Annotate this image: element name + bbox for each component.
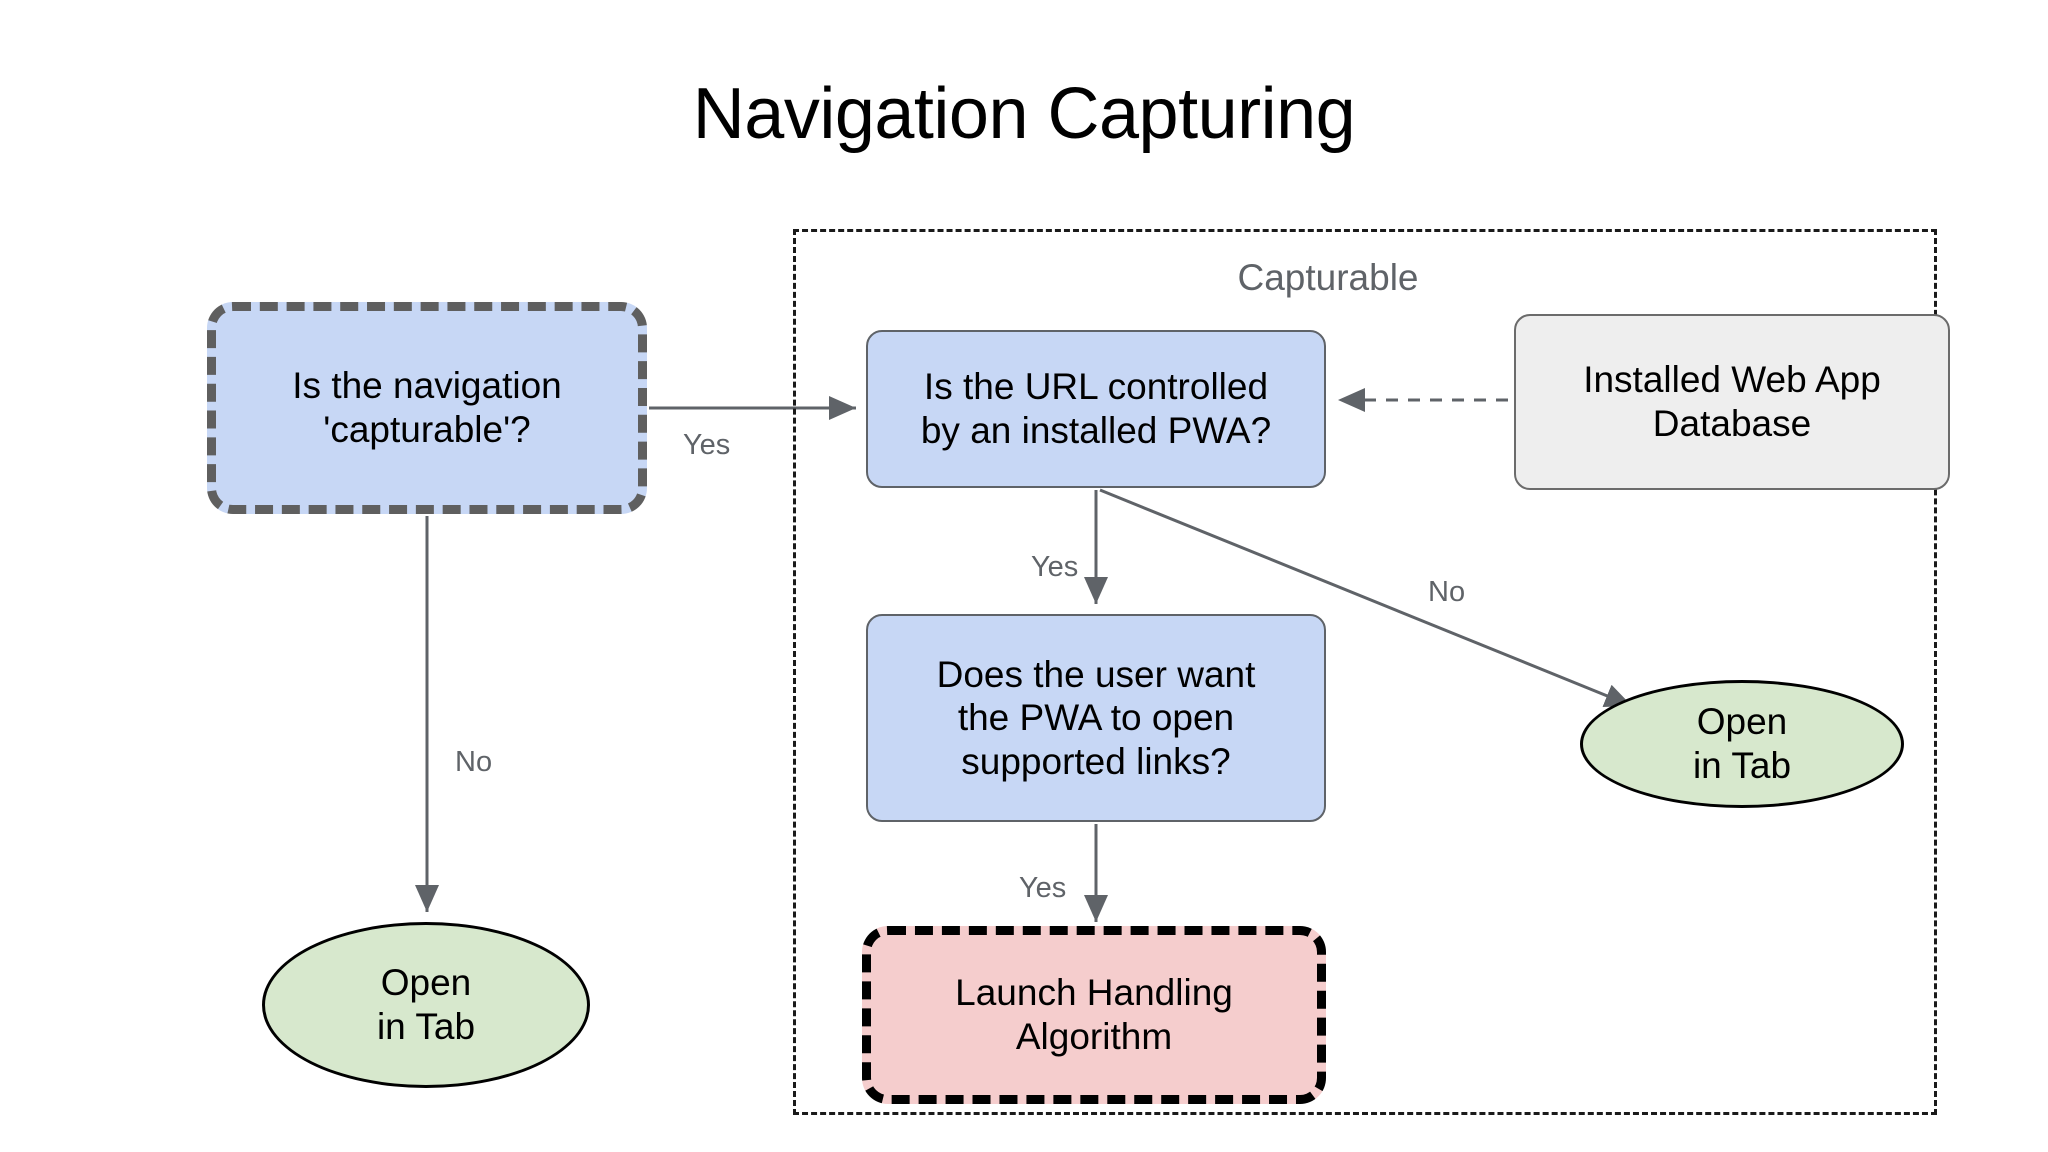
node-label: Launch Handling Algorithm <box>955 972 1233 1057</box>
node-label: Is the URL controlled by an installed PW… <box>920 366 1272 451</box>
node-open-in-tab-left[interactable]: Open in Tab <box>262 922 590 1088</box>
node-launch-handling-algorithm[interactable]: Launch Handling Algorithm <box>862 926 1326 1104</box>
node-open-in-tab-right[interactable]: Open in Tab <box>1580 680 1904 808</box>
node-does-user-want-pwa-open-supported-links[interactable]: Does the user want the PWA to open suppo… <box>866 614 1326 822</box>
node-label: Does the user want the PWA to open suppo… <box>936 653 1256 782</box>
node-is-url-controlled-by-installed-pwa[interactable]: Is the URL controlled by an installed PW… <box>866 330 1326 488</box>
node-is-navigation-capturable[interactable]: Is the navigation 'capturable'? <box>207 302 647 514</box>
edge-label-yes-capturable: Yes <box>683 429 731 461</box>
node-label: Is the navigation 'capturable'? <box>292 365 562 450</box>
page-title: Navigation Capturing <box>692 74 1356 154</box>
edge-url-pwa-to-open-tab-right <box>1099 488 1633 708</box>
capturable-group-label: Capturable <box>1237 257 1419 298</box>
edge-label-no-capturable: No <box>455 746 493 778</box>
node-label: Installed Web App Database <box>1583 359 1881 444</box>
capturable-group-container <box>793 229 1937 1115</box>
edge-label-yes-url-pwa: Yes <box>1031 551 1079 583</box>
node-label: Open in Tab <box>1692 701 1792 786</box>
edge-label-yes-user-want: Yes <box>1019 872 1067 904</box>
node-label: Open in Tab <box>376 962 476 1047</box>
node-installed-web-app-database[interactable]: Installed Web App Database <box>1514 314 1950 490</box>
edge-label-no-url-pwa: No <box>1428 576 1466 608</box>
